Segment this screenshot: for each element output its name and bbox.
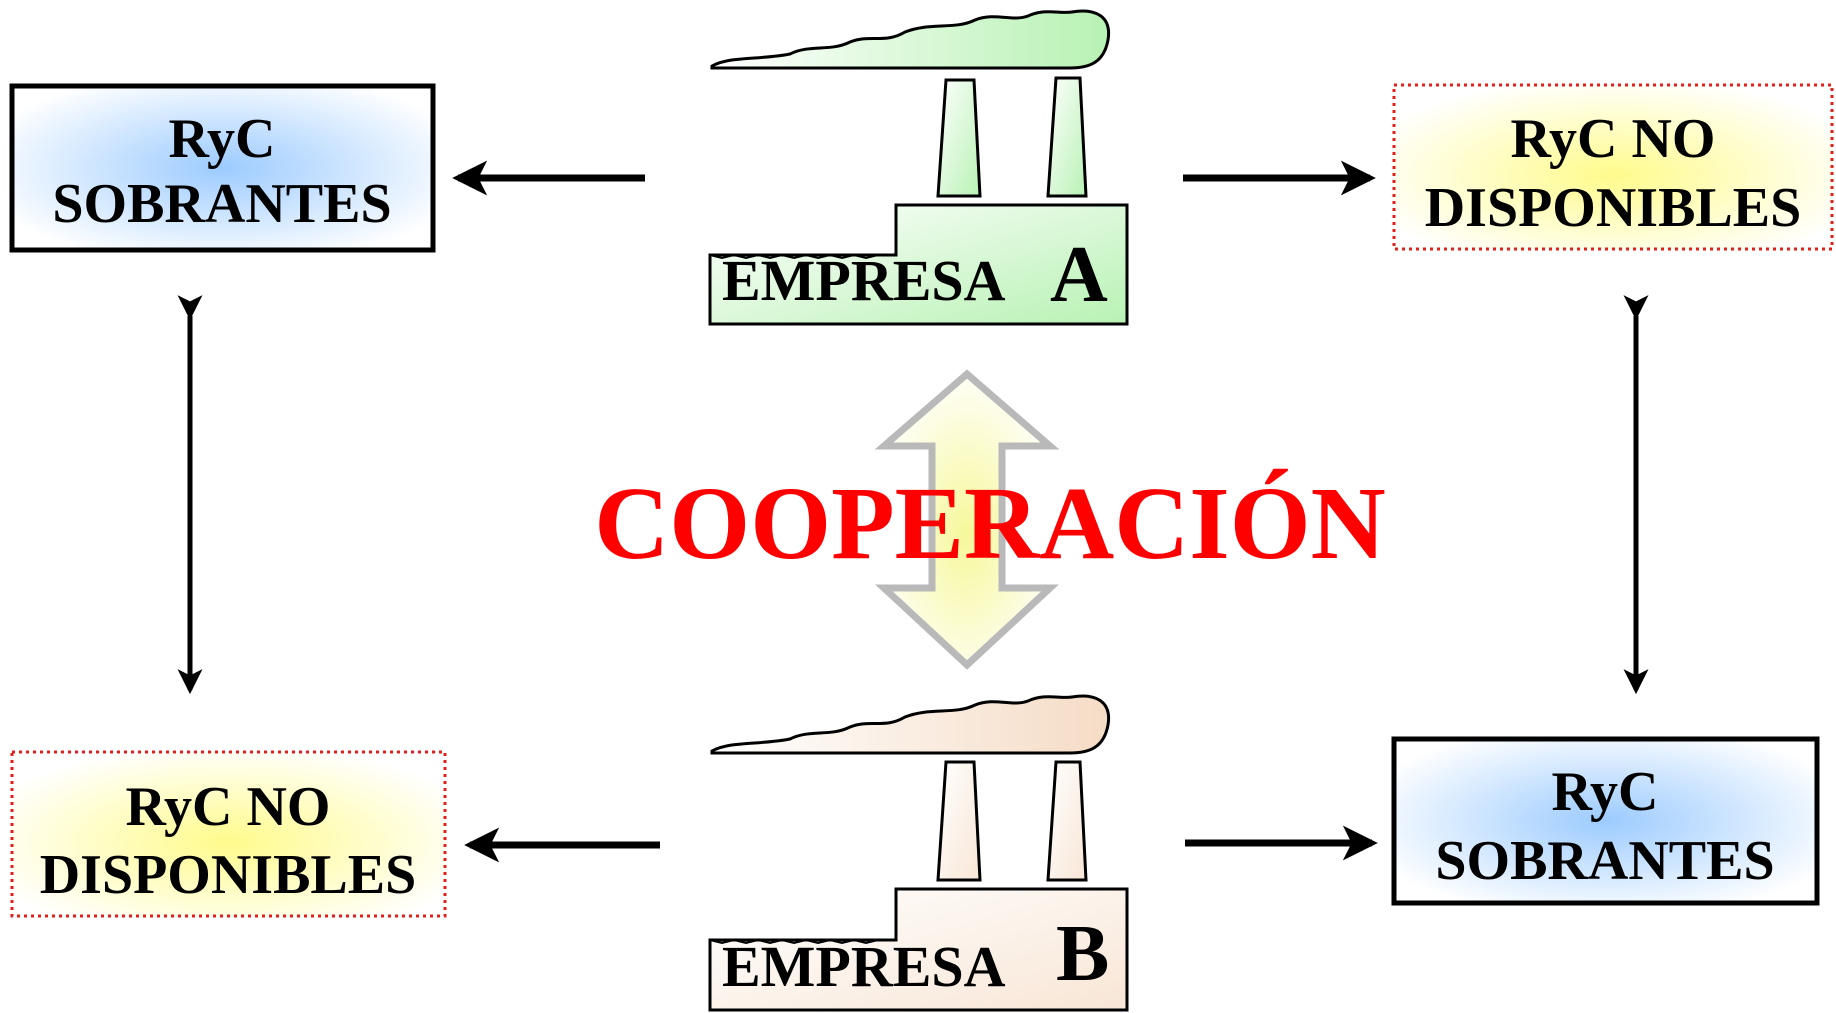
box-top-right-line1: RyC NO	[1511, 108, 1716, 170]
box-bottom-right-line1: RyC	[1552, 761, 1659, 823]
box-top-right-no-disponibles: RyC NO DISPONIBLES	[1392, 83, 1834, 251]
cooperation-double-arrow	[874, 369, 1060, 670]
box-bottom-right-line2: SOBRANTES	[1435, 830, 1774, 892]
box-bottom-left-line2: DISPONIBLES	[40, 844, 417, 906]
factory-a-icon	[708, 9, 1129, 326]
box-top-left-line2: SOBRANTES	[52, 173, 391, 235]
box-bottom-left-line1: RyC NO	[126, 776, 331, 838]
company-a-letter: A	[1050, 231, 1108, 319]
smoke-a	[710, 9, 1111, 70]
box-top-right-line2: DISPONIBLES	[1425, 177, 1802, 239]
box-top-left-sobrantes: RyC SOBRANTES	[9, 83, 436, 253]
company-b-letter: B	[1056, 910, 1109, 998]
box-top-left-line1: RyC	[169, 108, 276, 170]
smoke-b	[710, 694, 1111, 755]
cooperation-label: COOPERACIÓN	[594, 466, 1386, 581]
box-bottom-right-sobrantes: RyC SOBRANTES	[1391, 736, 1820, 906]
factory-b-icon	[708, 694, 1129, 1012]
box-bottom-left-no-disponibles: RyC NO DISPONIBLES	[10, 750, 447, 918]
company-a-word: EMPRESA	[722, 248, 1006, 313]
company-b-word: EMPRESA	[722, 934, 1006, 999]
